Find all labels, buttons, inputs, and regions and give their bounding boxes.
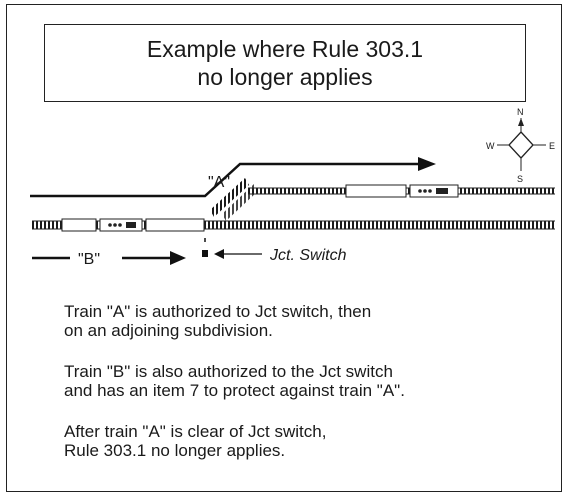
- paragraph-train-a: Train "A" is authorized to Jct switch, t…: [64, 302, 371, 340]
- train-a-consist: [345, 184, 459, 198]
- title-box: Example where Rule 303.1 no longer appli…: [44, 24, 526, 102]
- train-a-label: "A": [208, 174, 230, 191]
- compass-east-label: E: [549, 141, 555, 151]
- paragraph-line: Rule 303.1 no longer applies.: [64, 441, 286, 460]
- train-b-route: [32, 251, 186, 265]
- title-line-2: no longer applies: [197, 64, 373, 90]
- paragraph-train-b: Train "B" is also authorized to the Jct …: [64, 362, 405, 400]
- switch-pointer-arrow-icon: [214, 249, 224, 259]
- paragraph-line: on an adjoining subdivision.: [64, 321, 273, 340]
- train-a-arrow-icon: [418, 157, 436, 171]
- paragraph-line: After train "A" is clear of Jct switch,: [64, 422, 327, 441]
- upper-track: [210, 178, 555, 221]
- page-frame: [6, 4, 562, 492]
- paragraph-rule-clear: After train "A" is clear of Jct switch, …: [64, 422, 326, 460]
- train-b-arrow-icon: [170, 251, 186, 265]
- compass-south-label: S: [517, 174, 523, 184]
- compass-icon: N S W E: [486, 107, 555, 184]
- train-b-consist: [61, 218, 205, 232]
- paragraph-line: Train "A" is authorized to Jct switch, t…: [64, 302, 372, 321]
- jct-switch-label: Jct. Switch: [269, 247, 347, 264]
- track-diagram: "A" "B": [30, 107, 555, 268]
- jct-switch: [202, 238, 262, 259]
- train-a-route: [30, 157, 436, 198]
- title-line-1: Example where Rule 303.1: [146, 36, 424, 62]
- compass-west-label: W: [486, 141, 495, 151]
- compass-north-label: N: [517, 107, 524, 117]
- train-b-label: "B": [78, 251, 100, 268]
- switch-marker-icon: [202, 250, 208, 257]
- paragraph-line: and has an item 7 to protect against tra…: [64, 381, 405, 400]
- paragraph-line: Train "B" is also authorized to the Jct …: [64, 362, 393, 381]
